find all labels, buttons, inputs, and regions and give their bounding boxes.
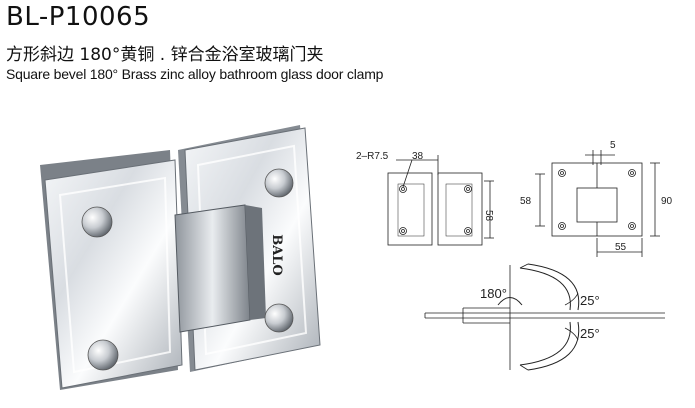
- model-number: BL-P10065: [6, 2, 151, 32]
- screw-icon: [81, 206, 113, 238]
- angle-25-top-label: 25°: [580, 293, 600, 308]
- screw-icon: [87, 339, 119, 371]
- glass-door-clamp: BALO: [40, 125, 321, 390]
- brand-logo: BALO: [269, 234, 284, 276]
- dim-55-label: 55: [615, 242, 627, 253]
- dim-58-label: 58: [483, 210, 494, 222]
- left-front-plate: [44, 159, 183, 389]
- hinge-block: [174, 204, 251, 333]
- dim-radius-label: 2–R7.5: [356, 151, 389, 162]
- screw-icon: [264, 168, 294, 198]
- dim-90-label: 90: [661, 196, 673, 207]
- screw-icon: [264, 303, 294, 333]
- title-chinese: 方形斜边 180°黄铜 . 锌合金浴室玻璃门夹: [6, 45, 324, 65]
- dim-5-label: 5: [610, 140, 616, 151]
- technical-drawing-front: [387, 155, 494, 246]
- dim-58-side-label: 58: [520, 196, 532, 207]
- technical-drawing-side: [535, 150, 660, 257]
- dim-38-label: 38: [412, 151, 424, 162]
- angle-25-bottom-label: 25°: [580, 326, 600, 341]
- angle-180-label: 180°: [480, 286, 507, 301]
- title-english: Square bevel 180° Brass zinc alloy bathr…: [6, 66, 384, 82]
- rotation-diagram: [424, 263, 665, 371]
